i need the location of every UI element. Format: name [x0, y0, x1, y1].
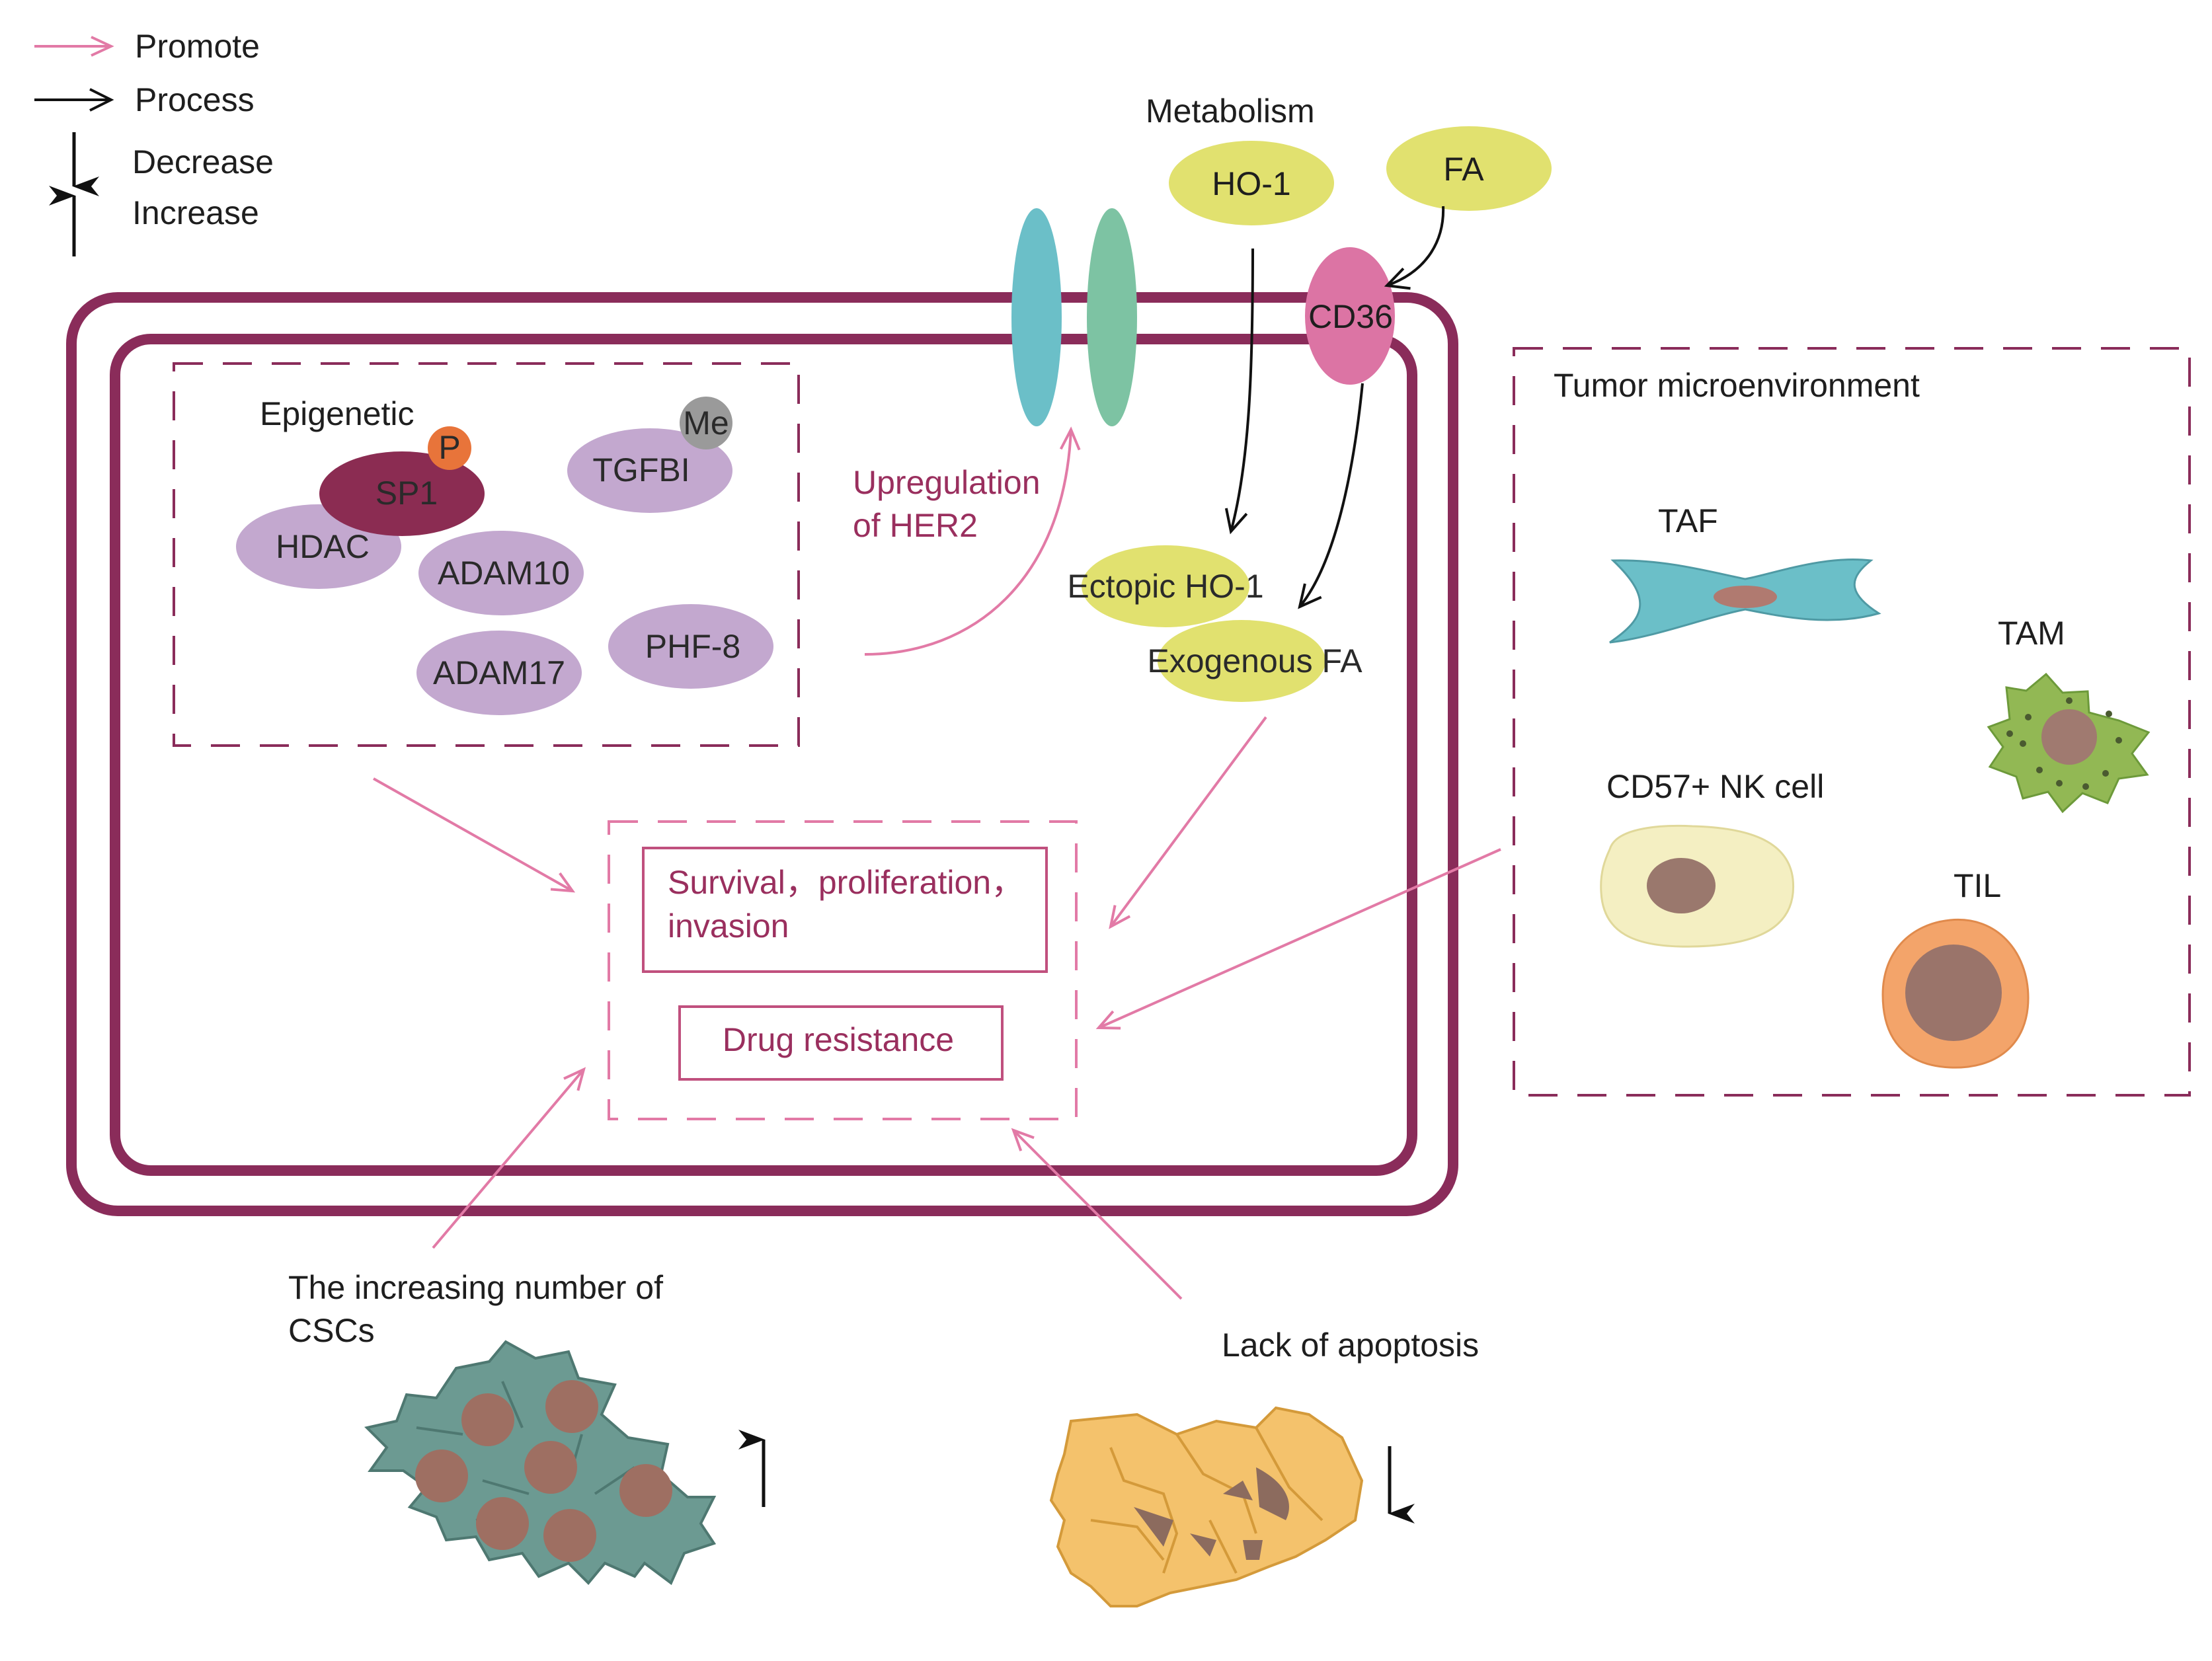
adam17-node: ADAM17	[416, 631, 582, 715]
cscs-label-line2: CSCs	[288, 1312, 375, 1349]
sp1-node: SP1	[319, 451, 485, 536]
legend-promote: Promote	[34, 28, 260, 65]
ho1-node: HO-1	[1169, 141, 1334, 225]
adam10-label: ADAM10	[438, 555, 570, 592]
legend: Promote Process Decrease Increase	[34, 28, 274, 256]
phf8-node: PHF-8	[608, 604, 773, 689]
outer-cell-membrane	[66, 292, 1458, 1216]
nk-cell-icon	[1600, 824, 1795, 948]
til-label: TIL	[1954, 867, 2001, 904]
ho1-to-ectopic-arrow	[1224, 248, 1254, 535]
legend-increase-label: Increase	[132, 194, 259, 231]
tam-label: TAM	[1998, 615, 2065, 652]
legend-decrease: Decrease	[72, 132, 274, 196]
outcomes-box	[608, 820, 1078, 1120]
her2-upregulation-label-line1: Upregulation	[853, 464, 1041, 501]
her2-receptor-right	[1087, 208, 1137, 426]
tam-cell-icon	[1987, 672, 2151, 814]
drug-resistance-label: Drug resistance	[723, 1021, 954, 1058]
p-badge-label: P	[438, 429, 460, 466]
ectopic-ho1-label: Ectopic HO-1	[1067, 568, 1263, 605]
ectopic-ho1-node: Ectopic HO-1	[1067, 545, 1264, 627]
legend-decrease-label: Decrease	[132, 143, 274, 180]
cscs-label-line1: The increasing number of	[288, 1269, 663, 1306]
nk-cell-label: CD57+ NK cell	[1606, 768, 1824, 805]
epigenetic-to-outcomes-arrow	[373, 777, 576, 893]
legend-process-label: Process	[135, 81, 255, 118]
tme-title: Tumor microenvironment	[1554, 367, 1920, 404]
adam17-label: ADAM17	[433, 654, 565, 691]
apoptosis-to-outcomes-arrow	[1011, 1128, 1183, 1300]
p-badge: P	[428, 426, 471, 470]
sp1-label: SP1	[375, 475, 438, 512]
cscs-cluster-icon	[364, 1340, 717, 1586]
cscs-to-outcomes-arrow	[432, 1067, 586, 1249]
ho1-label: HO-1	[1212, 165, 1290, 202]
legend-process: Process	[34, 81, 255, 118]
cd36-label: CD36	[1308, 298, 1393, 335]
apoptotic-cells-icon	[1049, 1406, 1364, 1607]
til-cell-icon	[1881, 918, 2030, 1069]
her2-upregulation-label-line2: of HER2	[853, 507, 978, 544]
fa-label: FA	[1443, 151, 1484, 188]
survival-box	[642, 847, 1048, 973]
metabolism-to-outcomes-arrow	[1109, 716, 1267, 929]
fa-node: FA	[1386, 126, 1552, 211]
epigenetic-to-her2-arrow	[864, 426, 1081, 656]
legend-promote-label: Promote	[135, 28, 260, 65]
cd36-to-exogenous-arrow	[1298, 383, 1364, 609]
tme-box	[1513, 347, 2191, 1097]
inner-cell-membrane	[110, 334, 1417, 1176]
apoptosis-label: Lack of apoptosis	[1222, 1327, 1479, 1364]
me-badge: Me	[680, 397, 732, 449]
cd36-node: CD36	[1305, 247, 1395, 385]
tme-to-outcomes-arrow	[1095, 848, 1501, 1030]
metabolism-title: Metabolism	[1146, 93, 1315, 130]
tgfbi-label: TGFBI	[592, 451, 690, 488]
phf8-label: PHF-8	[645, 628, 740, 665]
fa-to-cd36-arrow	[1384, 206, 1445, 290]
drug-resistance-box	[678, 1005, 1004, 1081]
survival-label-line2: invasion	[668, 908, 789, 945]
adam10-node: ADAM10	[418, 531, 584, 615]
epigenetic-title: Epigenetic	[260, 395, 415, 432]
hdac-label: HDAC	[276, 528, 370, 565]
epigenetic-box	[173, 362, 800, 747]
tgfbi-node: TGFBI	[567, 428, 732, 513]
legend-increase: Increase	[49, 186, 259, 256]
taf-cell-icon	[1609, 558, 1881, 644]
exogenous-fa-label: Exogenous FA	[1147, 642, 1363, 679]
her2-receptor-left	[1011, 208, 1062, 426]
me-badge-label: Me	[683, 405, 729, 442]
exogenous-fa-node: Exogenous FA	[1147, 620, 1363, 702]
survival-label-line1: Survival，proliferation，	[668, 864, 1024, 901]
taf-label: TAF	[1658, 502, 1718, 539]
